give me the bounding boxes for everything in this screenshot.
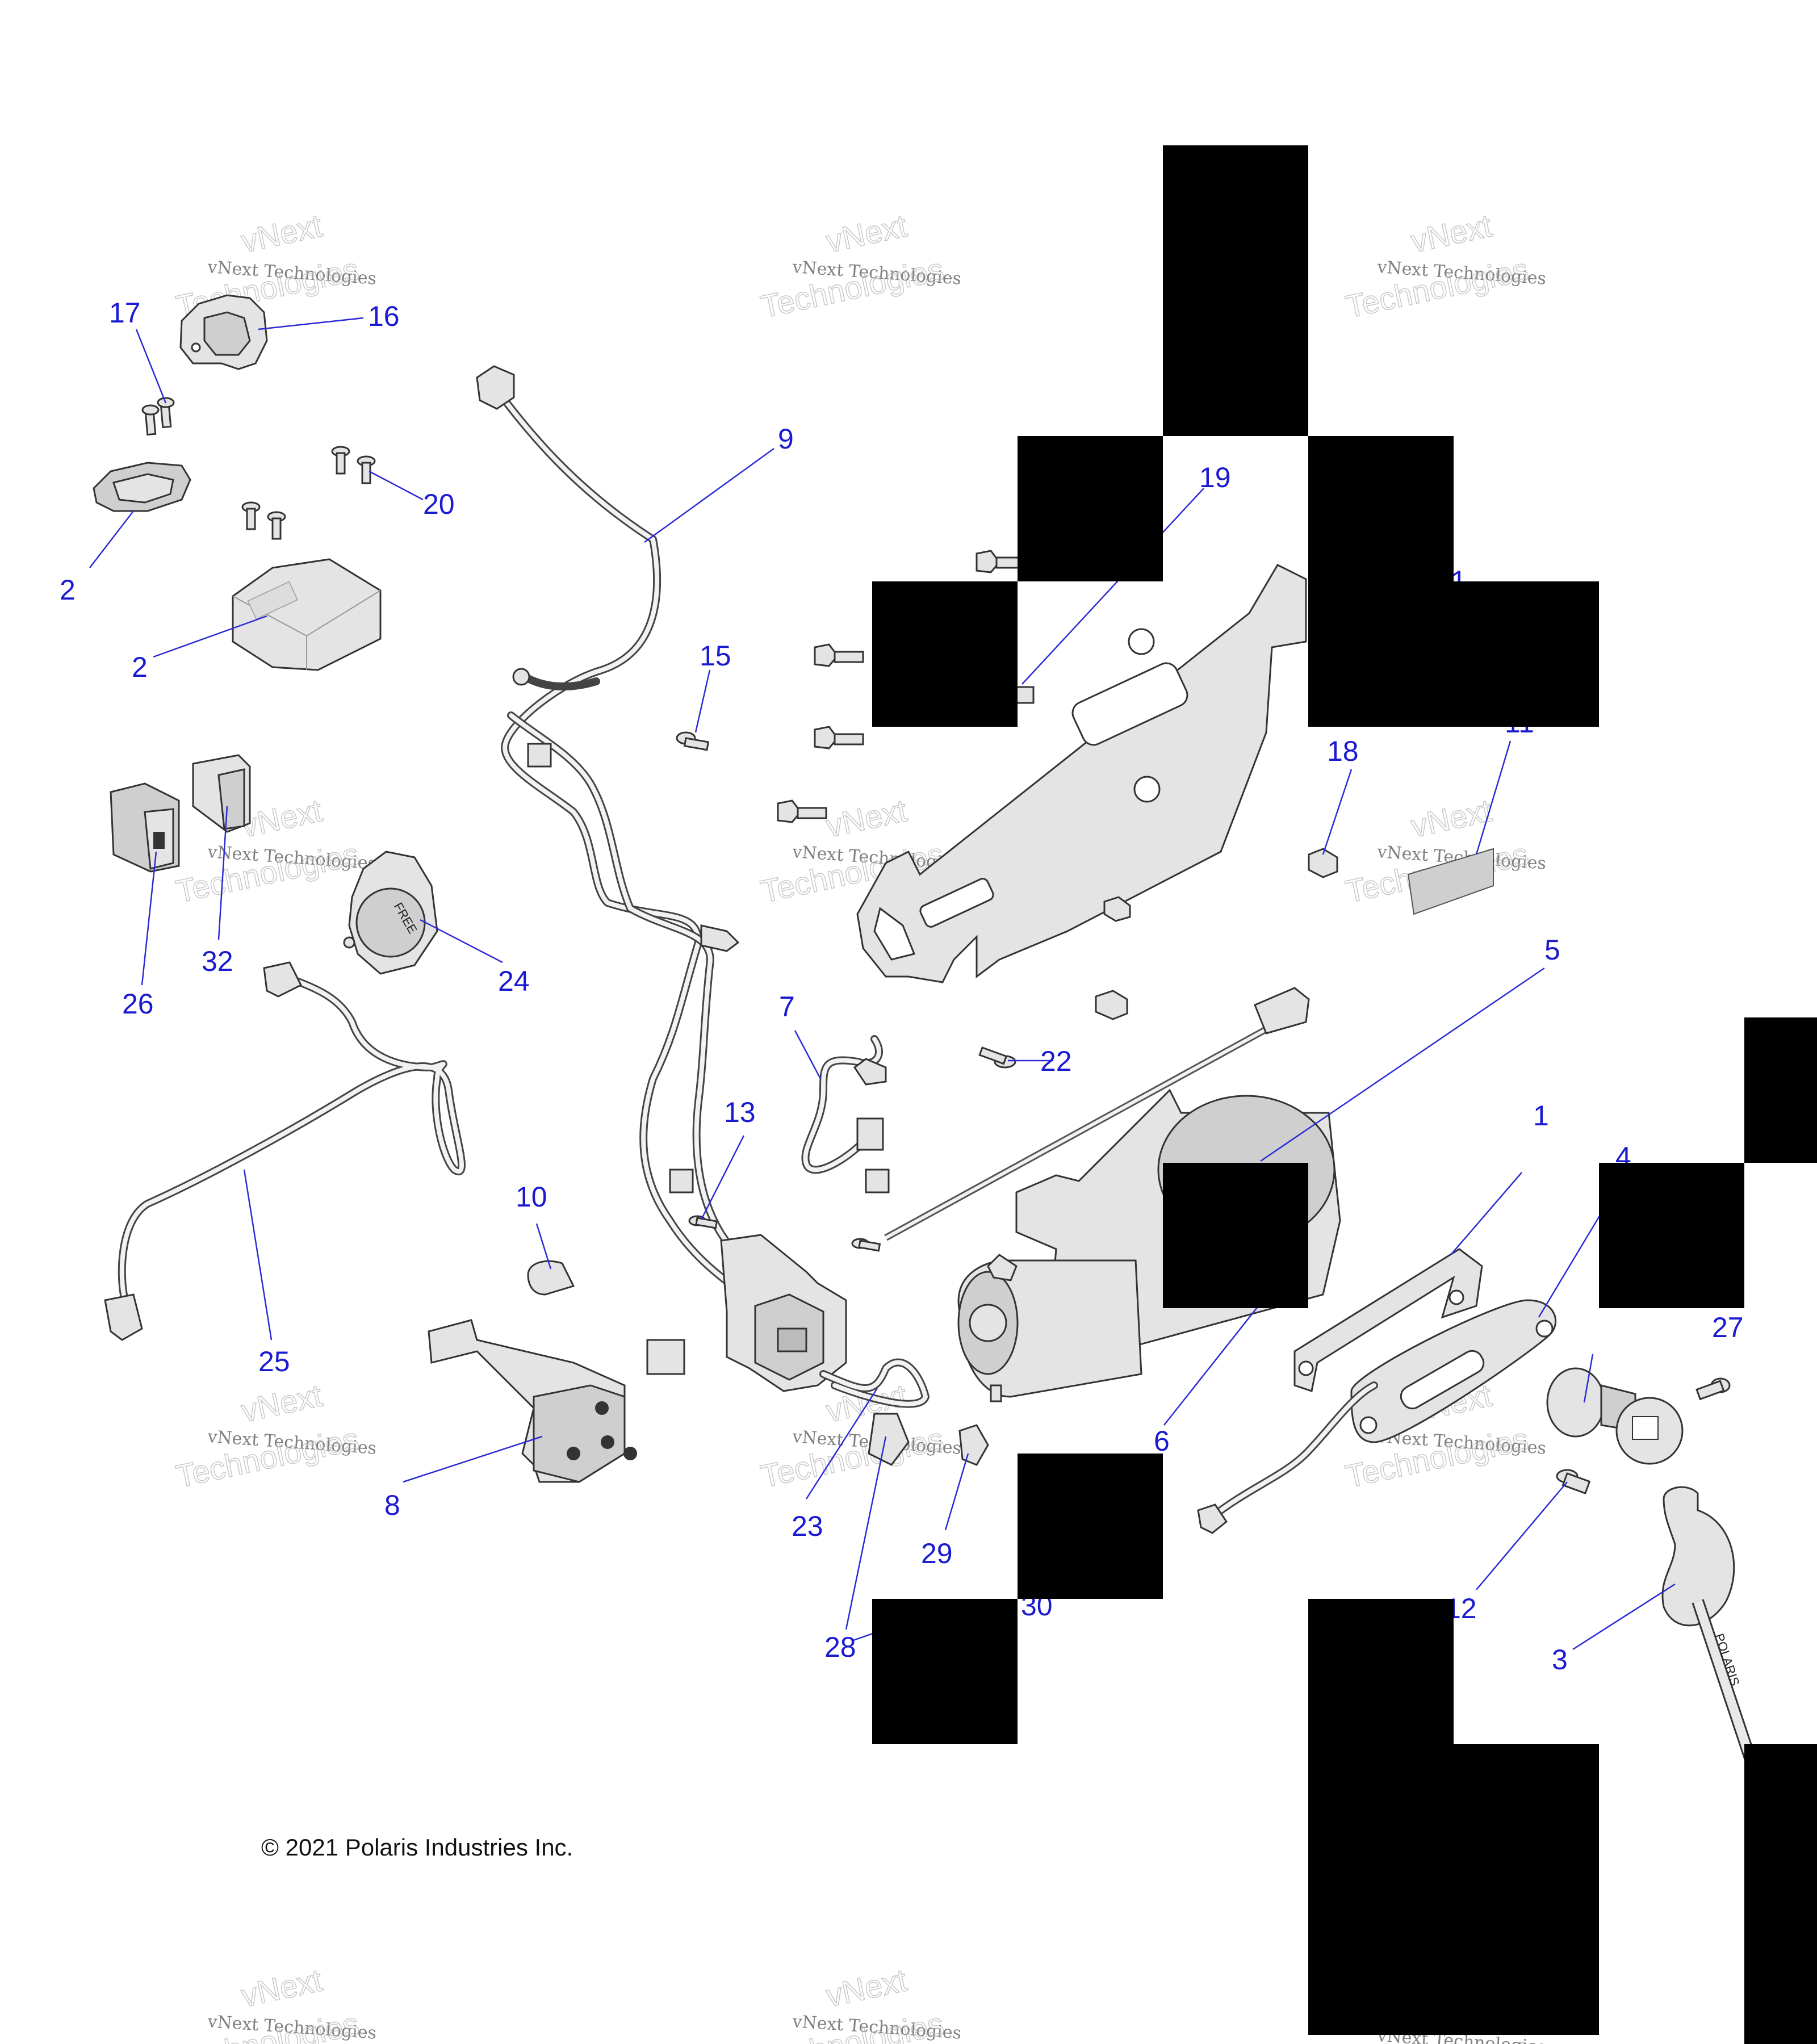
svg-text:vNext: vNext	[238, 1962, 325, 2013]
svg-text:vNext: vNext	[823, 207, 910, 259]
svg-text:Technologies: Technologies	[757, 2005, 947, 2044]
callout-8: 8	[384, 1489, 400, 1521]
callout-26: 26	[122, 988, 154, 1020]
svg-text:Technologies: Technologies	[173, 2005, 362, 2044]
redaction-blocks	[872, 145, 1817, 2044]
watermark: vNext vNext Technologies Technologies	[173, 1377, 378, 1495]
svg-text:vNext: vNext	[823, 792, 910, 844]
watermark: vNext vNext Technologies Technologies	[173, 1962, 378, 2044]
callout-20: 20	[423, 488, 455, 520]
svg-text:vNext: vNext	[238, 207, 325, 259]
callout-6: 6	[1154, 1425, 1170, 1457]
winch-cable-harness-part	[1197, 1381, 1378, 1534]
cable-clip-part	[527, 1260, 575, 1296]
callout-19: 19	[1199, 462, 1231, 493]
switch-cover-part	[192, 754, 251, 833]
callout-23: 23	[792, 1510, 823, 1542]
svg-text:vNext: vNext	[823, 1962, 910, 2013]
callout-17: 17	[109, 297, 141, 329]
battery-cable-part	[476, 365, 765, 1310]
bolt-part	[688, 1215, 881, 1252]
control-box-part	[232, 558, 382, 671]
motor-cable-part	[801, 1035, 887, 1174]
watermark: vNext vNext Technologies Technologies	[757, 207, 962, 325]
screw-pair-part	[141, 397, 175, 436]
watermark: vNext vNext Technologies Technologies	[1342, 207, 1547, 325]
callout-24: 24	[498, 965, 530, 997]
callout-27: 27	[1712, 1312, 1744, 1343]
callout-2b: 2	[132, 651, 148, 683]
winch-hook-part: POLARIS	[1661, 1486, 1761, 1774]
flange-nut-part	[1095, 848, 1338, 1020]
control-cable-part	[884, 987, 1310, 1241]
winch-mounting-plate-part	[856, 564, 1307, 983]
callout-29: 29	[921, 1538, 953, 1569]
hawse-fairlead-part	[1350, 1299, 1556, 1443]
callout-9: 9	[778, 423, 794, 455]
contactor-part	[428, 1319, 637, 1483]
winch-contactor-assembly-part	[646, 1168, 930, 1408]
callout-22: 22	[1040, 1045, 1072, 1077]
watermark: vNext vNext Technologies Technologies	[757, 1962, 962, 2044]
callout-1: 1	[1533, 1100, 1549, 1132]
callout-28: 28	[824, 1631, 856, 1663]
screw-set-part	[241, 446, 376, 540]
clip-part	[868, 1413, 910, 1466]
callout-25: 25	[258, 1346, 290, 1377]
copyright-text: © 2021 Polaris Industries Inc.	[261, 1834, 573, 1861]
fairlead-bracket-part	[1293, 1248, 1483, 1392]
svg-text:vNext: vNext	[1408, 207, 1495, 259]
callout-10: 10	[516, 1181, 547, 1213]
fairlead-bolt-part	[1556, 1469, 1591, 1494]
bolt-part	[676, 731, 710, 751]
callout-2a: 2	[60, 574, 76, 606]
callout-16: 16	[368, 300, 400, 332]
callout-7: 7	[779, 991, 795, 1023]
rocker-switch-part	[110, 782, 180, 873]
callout-15: 15	[700, 640, 731, 672]
callout-13: 13	[724, 1096, 756, 1128]
warning-label-part	[1407, 848, 1494, 915]
connector-part	[958, 1424, 989, 1466]
bracket-clip-part	[179, 294, 268, 370]
winch-stopper-part	[1546, 1367, 1731, 1465]
switch-harness-part	[104, 961, 466, 1341]
svg-text:vNext: vNext	[238, 792, 325, 844]
svg-text:vNext: vNext	[238, 1377, 325, 1429]
bolt-part	[978, 1046, 1016, 1069]
callout-18: 18	[1327, 735, 1359, 767]
callout-3: 3	[1552, 1644, 1568, 1676]
control-module-part	[93, 462, 191, 512]
callout-5: 5	[1544, 934, 1560, 966]
callout-32: 32	[202, 945, 233, 977]
